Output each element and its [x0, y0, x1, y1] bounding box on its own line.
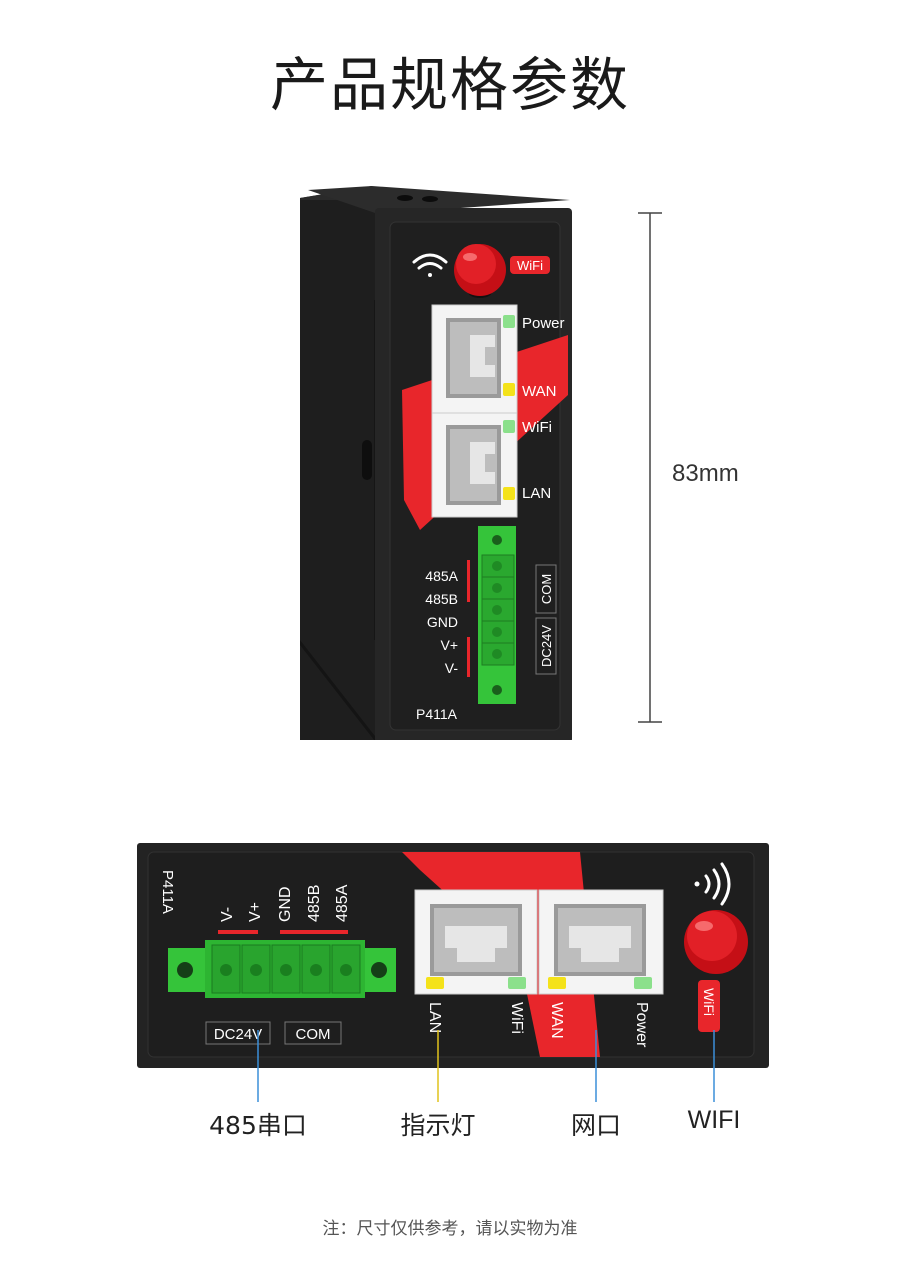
pin-label-vminus-top: V- [219, 907, 236, 922]
group-label-com-front: COM [539, 574, 554, 604]
footnote: 注：尺寸仅供参考，请以实物为准 [322, 1219, 578, 1239]
ethernet-port-wan [431, 304, 518, 414]
pin-label-vplus-front: V+ [440, 637, 458, 653]
group-label-dc24v-front: DC24V [539, 625, 554, 667]
model-label-front: P411A [416, 706, 458, 722]
terminal-block-front [478, 526, 516, 704]
led-label-wan: WAN [522, 383, 556, 400]
ethernet-port-lan-top [414, 889, 538, 995]
device-top-view: P411A V- V+ GND 485B 485A DC24V COM [137, 843, 769, 1068]
pin-label-vminus-front: V- [445, 660, 459, 676]
callout-indicator: 指示灯 [400, 1111, 476, 1140]
callout-network: 网口 [570, 1111, 621, 1140]
led-label-lan-top: LAN [426, 1002, 443, 1033]
pin-label-485b-front: 485B [425, 591, 458, 607]
device-front-view: WiFi Power WAN WiFi LAN 485A 485B GN [300, 186, 572, 740]
pin-label-gnd-top: GND [277, 886, 294, 922]
led-label-lan: LAN [522, 485, 551, 502]
pin-label-vplus-top: V+ [247, 902, 264, 922]
led-label-wifi-top: WiFi [508, 1002, 525, 1034]
wifi-signal-icon-top [694, 862, 731, 906]
callout-serial: 485串口 [209, 1111, 307, 1140]
ethernet-port-lan [431, 412, 518, 518]
wifi-tag-front: WiFi [517, 258, 543, 273]
pin-label-485b-top: 485B [306, 885, 323, 922]
wifi-signal-icon [412, 253, 448, 277]
pin-label-485a-front: 485A [425, 568, 458, 584]
dimension-line [638, 212, 662, 723]
wifi-tag-top: WiFi [701, 988, 717, 1016]
group-label-dc24v-top: DC24V [214, 1026, 262, 1043]
callout-wifi: WIFI [687, 1106, 741, 1134]
model-label-top: P411A [159, 870, 176, 914]
terminal-block-top [168, 940, 396, 998]
ethernet-port-wan-top [538, 889, 664, 995]
pin-label-485a-top: 485A [334, 884, 351, 922]
led-label-wan-top: WAN [548, 1002, 565, 1039]
pin-label-gnd-front: GND [427, 614, 458, 630]
dimension-label: 83mm [672, 460, 739, 487]
led-label-power-top: Power [633, 1002, 650, 1048]
group-label-com-top: COM [296, 1026, 331, 1043]
led-label-wifi: WiFi [522, 419, 552, 436]
callout-leaders [257, 1030, 715, 1102]
led-label-power: Power [522, 315, 565, 332]
page-title: 产品规格参数 [269, 51, 630, 119]
